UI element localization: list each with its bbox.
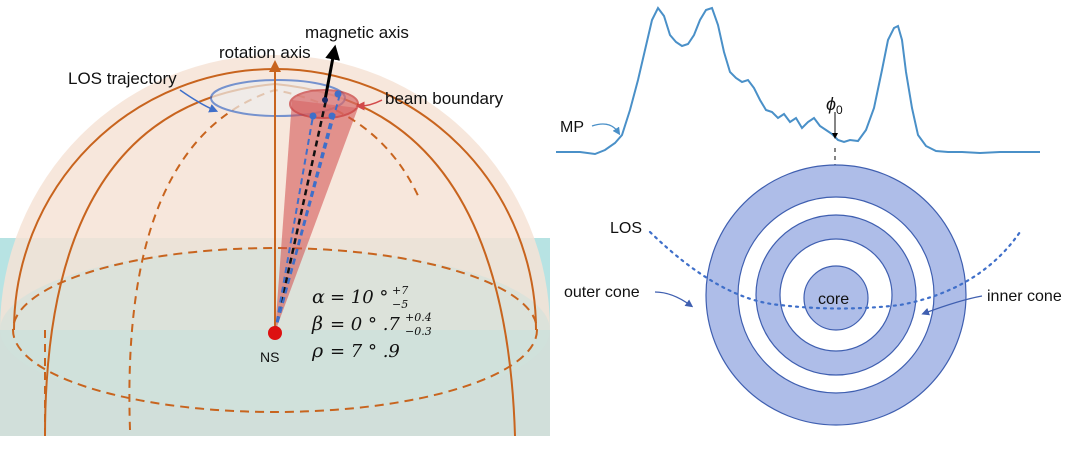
left-panel: magnetic axis rotation axis LOS trajecto… bbox=[0, 23, 550, 437]
beam-boundary-label: beam boundary bbox=[385, 89, 504, 108]
ns-label: NS bbox=[260, 349, 279, 365]
beam-boundary-pointer bbox=[355, 99, 383, 111]
mp-label: MP bbox=[560, 119, 584, 136]
beta-sub: −0.3 bbox=[405, 325, 432, 338]
magnetic-axis-label: magnetic axis bbox=[305, 23, 409, 42]
los-trajectory-label: LOS trajectory bbox=[68, 69, 177, 88]
alpha-symbol: α bbox=[312, 286, 325, 308]
equator-dashed bbox=[12, 247, 538, 413]
phi0-label: ϕ0 bbox=[826, 94, 843, 117]
parameter-block: α = 10 ° +7 −5 β = 0 ° .7 +0.4 −0.3 ρ = … bbox=[311, 284, 432, 362]
los-dashed-1 bbox=[274, 115, 314, 333]
los-label: LOS bbox=[610, 220, 642, 237]
beta-symbol: β bbox=[311, 313, 323, 335]
mp-pointer bbox=[591, 123, 621, 136]
core-circle bbox=[803, 265, 869, 331]
los-dotted-arc bbox=[648, 230, 1022, 310]
rotation-axis-label: rotation axis bbox=[219, 43, 311, 62]
beam-dot bbox=[322, 97, 328, 103]
los-dashed-3 bbox=[274, 115, 333, 333]
phi0-sub: 0 bbox=[836, 103, 843, 117]
beam-dot bbox=[328, 112, 336, 120]
alpha-value: = 10 ° bbox=[330, 287, 388, 308]
beta-value: = 0 ° .7 bbox=[330, 314, 400, 335]
outer-cone-pointer bbox=[654, 291, 694, 308]
phi0-symbol: ϕ bbox=[826, 94, 836, 114]
alpha-sup: +7 bbox=[392, 284, 408, 297]
inner-cone-label: inner cone bbox=[987, 288, 1062, 305]
beam-cone bbox=[275, 100, 358, 332]
core-label: core bbox=[818, 291, 849, 308]
inner-cone-pointer bbox=[921, 295, 983, 316]
beam-dot bbox=[334, 90, 342, 98]
beam-dot bbox=[309, 112, 317, 120]
rho-value: = 7 ° .9 bbox=[330, 341, 400, 362]
right-panel: ϕ0 MP LOS outer cone core inner cone bbox=[556, 6, 1062, 426]
alpha-sub: −5 bbox=[392, 298, 408, 311]
rho-symbol: ρ bbox=[311, 340, 324, 362]
ns-dot bbox=[268, 326, 282, 340]
los-trajectory-pointer bbox=[179, 89, 219, 113]
mean-profile-curve bbox=[556, 6, 1040, 156]
beta-sup: +0.4 bbox=[405, 311, 432, 324]
magnetic-axis-arrow bbox=[323, 44, 340, 101]
outer-cone-label: outer cone bbox=[564, 284, 640, 301]
